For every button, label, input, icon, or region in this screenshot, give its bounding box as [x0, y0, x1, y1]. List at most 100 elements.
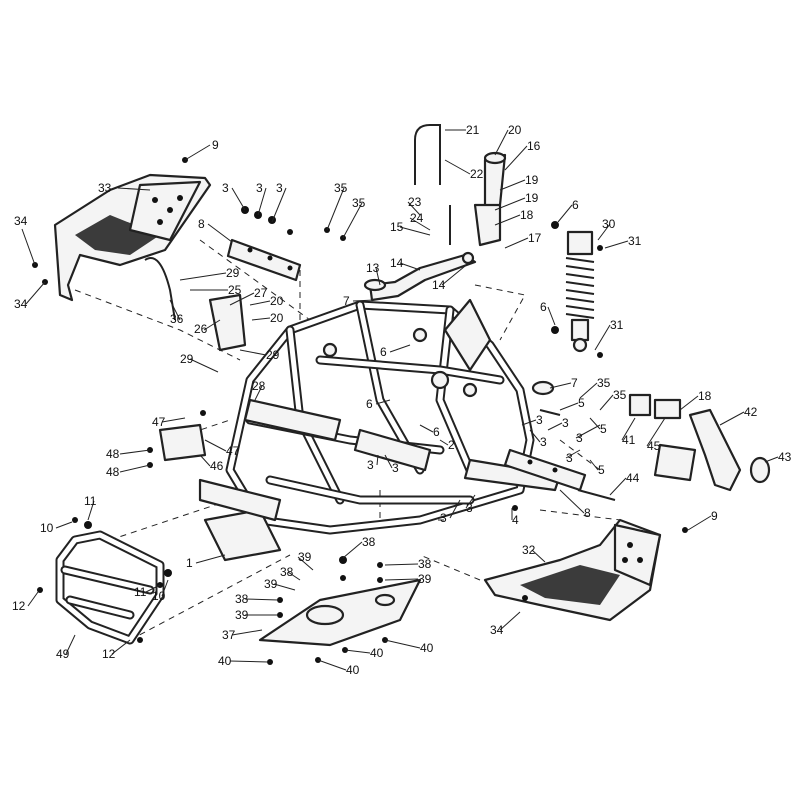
callout-label: 18 — [698, 389, 712, 403]
leader-line — [547, 422, 563, 431]
leader-line — [297, 556, 314, 571]
callout-label: 29 — [226, 266, 240, 280]
callout-label: 33 — [98, 181, 112, 195]
callout-label: 12 — [102, 647, 116, 661]
leader-line — [376, 454, 379, 466]
leader-line — [529, 429, 541, 443]
callout-label: 11 — [84, 494, 97, 508]
leader-line — [384, 454, 393, 469]
callout-label: 13 — [366, 261, 380, 275]
callout-label: 39 — [298, 550, 312, 564]
leader-line — [65, 634, 76, 655]
callout-label: 47 — [226, 444, 240, 458]
leader-line — [244, 598, 279, 601]
leader-line — [494, 129, 509, 156]
leader-line — [521, 419, 537, 426]
callout-label: 35 — [613, 388, 627, 402]
callout-label: 8 — [198, 217, 205, 231]
leader-line — [399, 226, 431, 236]
bracket-8-left — [226, 238, 302, 282]
callout-label: 20 — [270, 311, 284, 325]
callout-label: 6 — [380, 345, 387, 359]
callout-label: 39 — [418, 572, 432, 586]
callout-label: 35 — [352, 196, 366, 210]
callout-label: 16 — [527, 139, 541, 153]
leader-line — [273, 583, 296, 591]
callout-label: 44 — [626, 471, 640, 485]
leader-line — [145, 584, 161, 593]
callout-label: 6 — [366, 397, 373, 411]
leader-line — [254, 385, 263, 401]
callout-label: 3 — [440, 511, 447, 525]
callout-label: 15 — [390, 220, 404, 234]
leader-line — [409, 217, 431, 231]
brake-rod-assembly — [414, 124, 507, 247]
callout-label: 3 — [222, 181, 229, 195]
callout-label: 39 — [235, 608, 249, 622]
callout-label: 7 — [343, 294, 350, 308]
leader-lines — [21, 129, 779, 671]
leader-line — [161, 579, 169, 597]
left-footrest — [53, 173, 212, 302]
leader-line — [494, 214, 521, 226]
leader-line — [594, 324, 611, 351]
callout-label: 38 — [280, 565, 294, 579]
callout-label: 40 — [420, 641, 434, 655]
callout-label: 22 — [470, 167, 484, 181]
callout-label: 20 — [508, 123, 522, 137]
callout-label: 38 — [418, 557, 432, 571]
callout-label: 25 — [228, 283, 242, 297]
callout-label: 31 — [610, 318, 624, 332]
leader-line — [119, 464, 151, 473]
leader-line — [575, 424, 601, 439]
leader-line — [599, 394, 614, 411]
leader-line — [249, 300, 271, 306]
leader-line — [375, 399, 391, 405]
leader-line — [439, 439, 449, 446]
leader-line — [111, 639, 131, 655]
callout-label: 5 — [598, 463, 605, 477]
small-hardware — [32, 157, 688, 665]
leader-line — [161, 417, 186, 423]
leader-line — [407, 201, 421, 216]
callout-label: 3 — [466, 501, 473, 515]
leader-line — [384, 578, 419, 581]
leader-line — [687, 515, 712, 531]
leader-line — [449, 499, 461, 519]
leader-line — [229, 660, 269, 663]
brake-pedal-arm — [368, 251, 477, 302]
callout-label: 43 — [778, 450, 792, 464]
callout-label: 35 — [597, 376, 611, 390]
callout-label: 3 — [392, 461, 399, 475]
callout-label: 6 — [540, 300, 547, 314]
leader-line — [646, 417, 666, 447]
skid-plate — [258, 578, 422, 647]
callout-label: 14 — [432, 278, 446, 292]
leader-line — [719, 411, 745, 426]
callout-label: 3 — [540, 435, 547, 449]
leader-line — [189, 358, 219, 373]
callout-label: 27 — [254, 286, 268, 300]
callout-label: 32 — [522, 543, 536, 557]
leader-line — [169, 299, 181, 321]
callout-label: 46 — [210, 459, 224, 473]
callout-label: 34 — [14, 297, 28, 311]
leader-line — [494, 197, 526, 211]
callout-label: 19 — [525, 173, 539, 187]
callout-label: 48 — [106, 447, 120, 461]
leader-line — [271, 187, 287, 223]
callout-label: 40 — [218, 654, 232, 668]
callout-label: 5 — [578, 396, 585, 410]
leader-line — [317, 659, 347, 671]
leader-line — [87, 500, 95, 521]
leader-line — [565, 449, 581, 459]
leader-line — [384, 563, 419, 566]
leader-line — [547, 306, 556, 326]
leader-line — [589, 417, 601, 430]
leader-line — [549, 382, 572, 389]
callout-label: 21 — [466, 123, 480, 137]
leader-line — [531, 549, 546, 563]
leader-line — [559, 402, 579, 411]
leader-line — [499, 611, 521, 631]
